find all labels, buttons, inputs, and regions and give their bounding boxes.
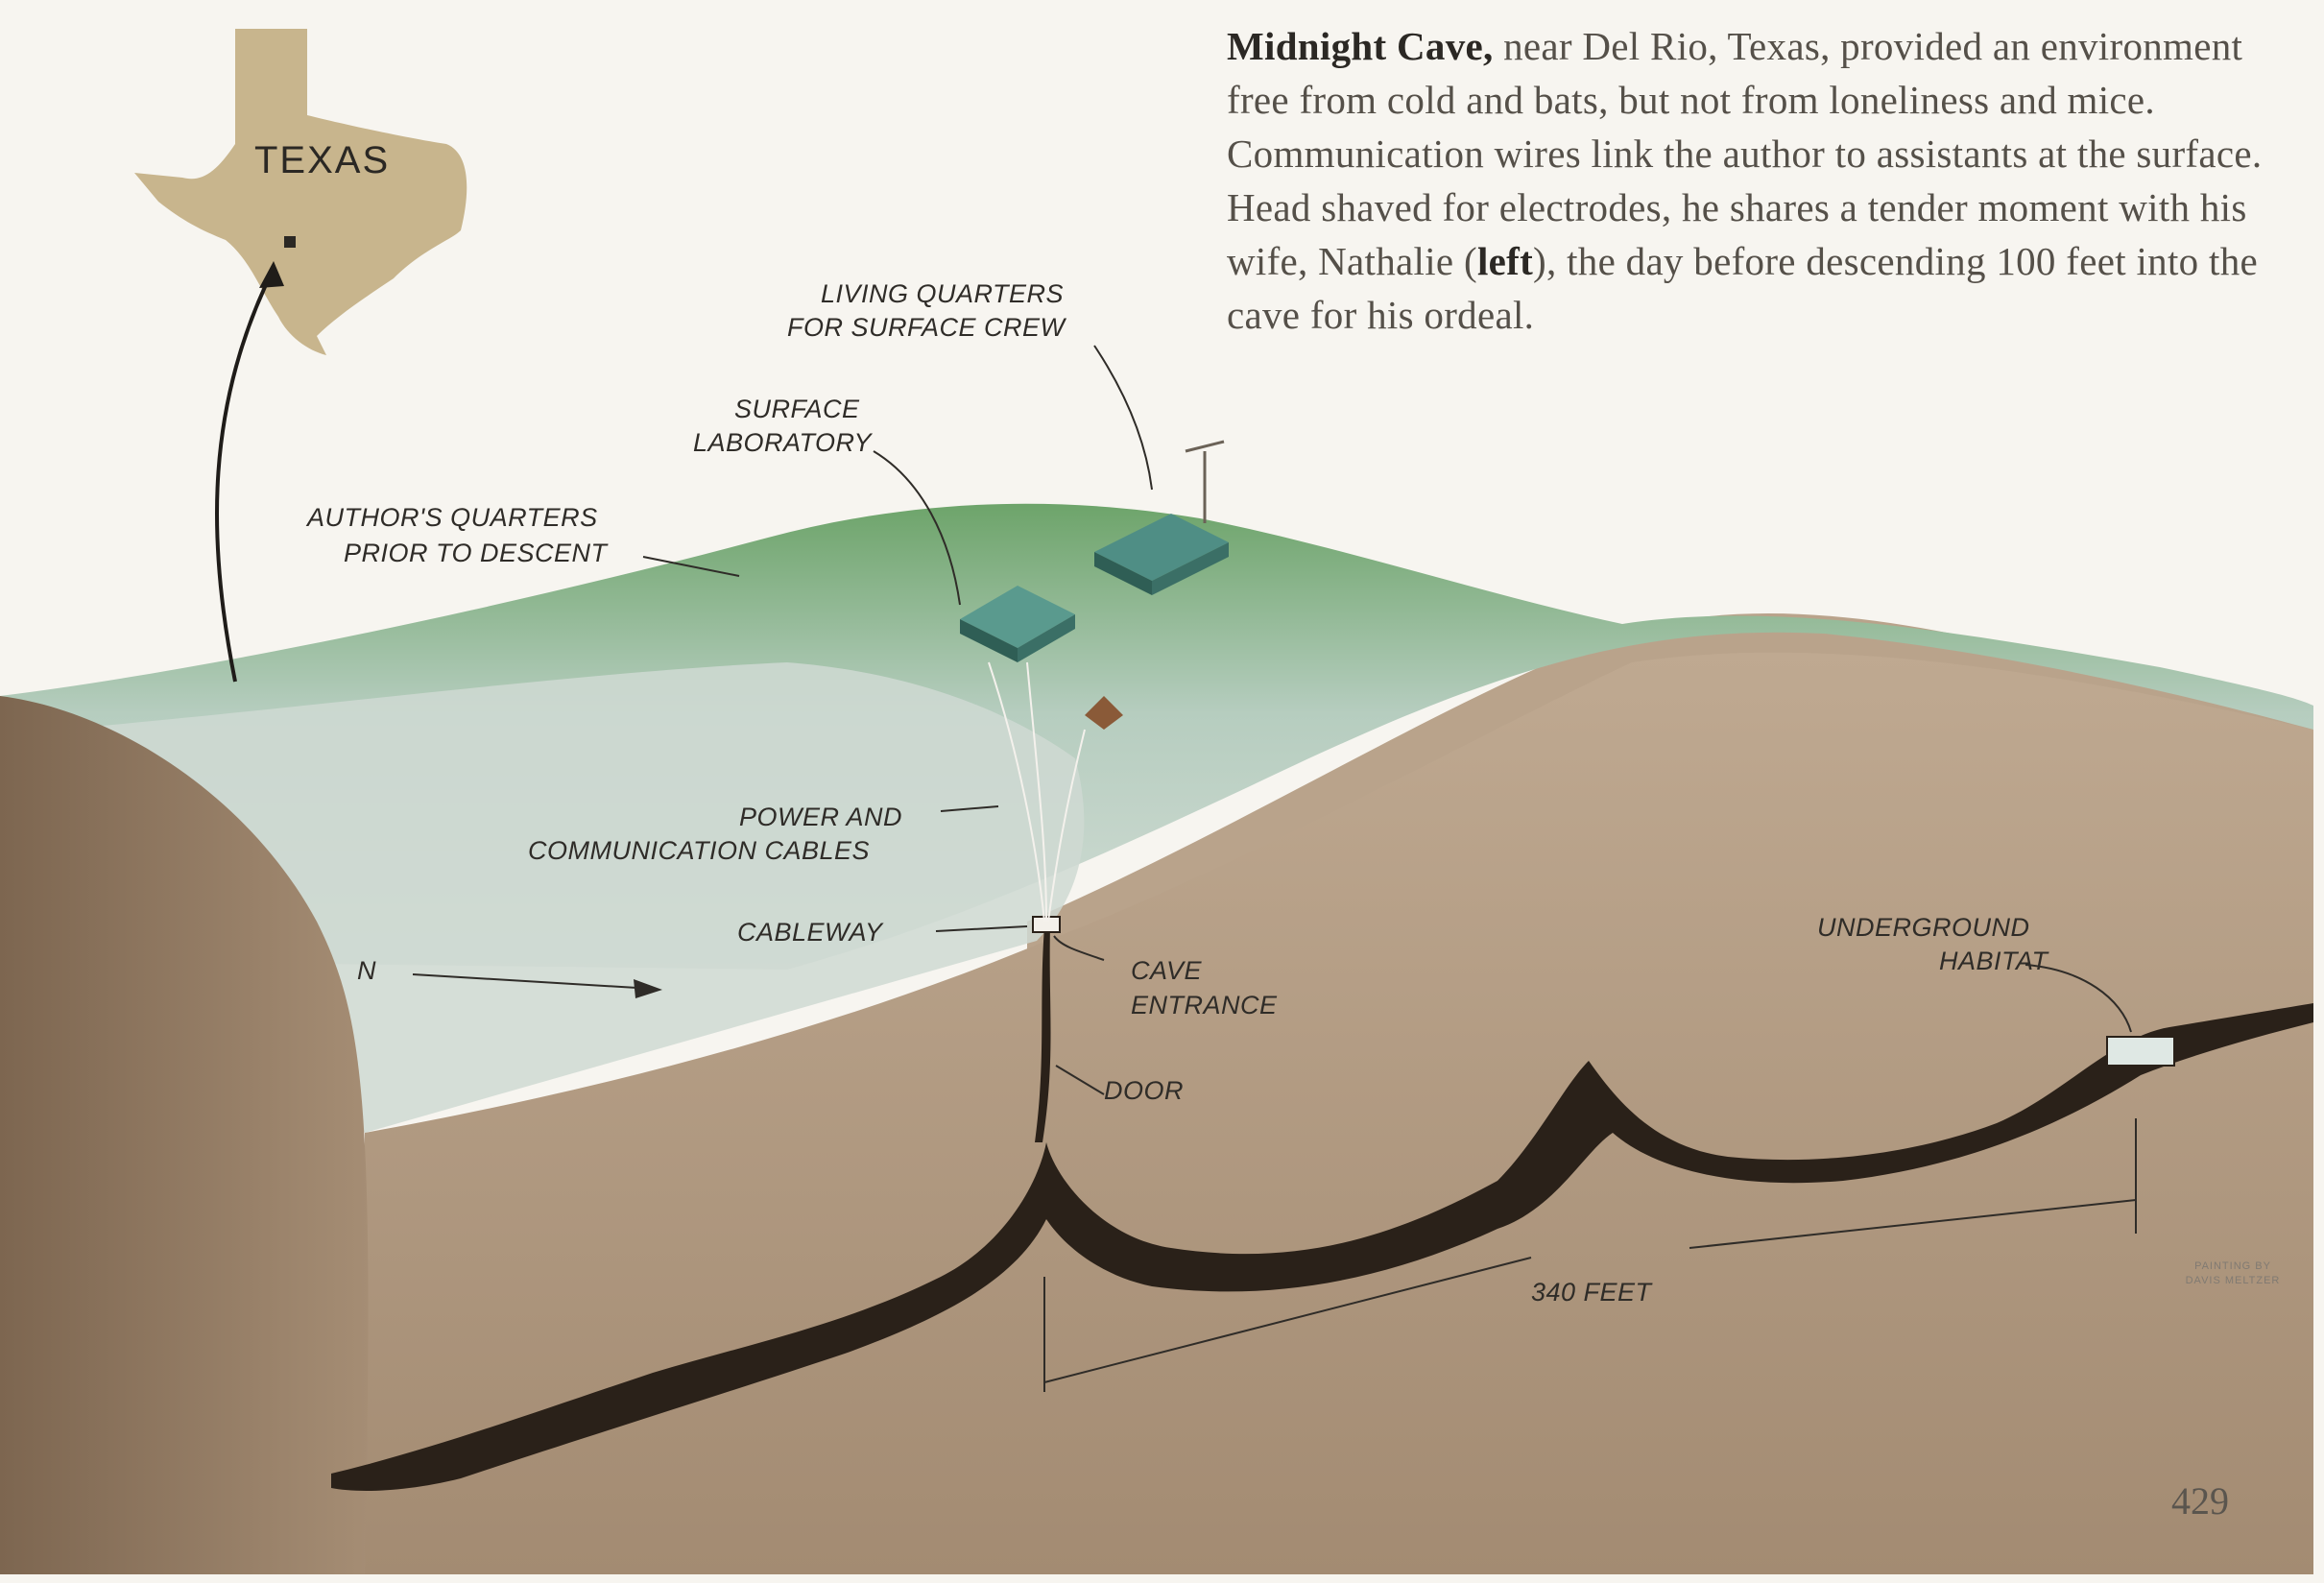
credit-line1: PAINTING BY (2146, 1259, 2319, 1274)
label-living-quarters-line2: FOR SURFACE CREW (787, 313, 1067, 342)
caption-lead: Midnight Cave, (1227, 24, 1494, 68)
label-cave-entrance-line1: CAVE (1131, 956, 1203, 985)
label-door: DOOR (1104, 1076, 1184, 1105)
label-north: N (357, 956, 376, 985)
label-power-cables-line1: POWER AND (739, 803, 902, 831)
label-surface-lab-line1: SURFACE (734, 395, 860, 423)
label-distance: 340 FEET (1531, 1278, 1654, 1307)
figure-caption: Midnight Cave, near Del Rio, Texas, prov… (1227, 19, 2312, 342)
label-surface-lab-line2: LABORATORY (693, 428, 874, 457)
painting-credit: PAINTING BY DAVIS MELTZER (2146, 1259, 2319, 1288)
label-power-cables-line2: COMMUNICATION CABLES (528, 836, 870, 865)
antenna (1186, 442, 1224, 523)
label-habitat-line1: UNDERGROUND (1817, 913, 2030, 942)
page-number: 429 (2171, 1478, 2229, 1523)
label-living-quarters-line1: LIVING QUARTERS (821, 279, 1064, 308)
label-cave-entrance-line2: ENTRANCE (1131, 991, 1278, 1019)
label-cableway: CABLEWAY (737, 918, 884, 947)
label-authors-quarters-line1: AUTHOR'S QUARTERS (305, 503, 598, 532)
label-habitat-line2: HABITAT (1939, 947, 2050, 975)
label-authors-quarters-line2: PRIOR TO DESCENT (344, 539, 610, 567)
caption-bold-word: left (1477, 239, 1533, 283)
underground-habitat-structure (2107, 1037, 2174, 1066)
texas-label: TEXAS (254, 139, 390, 181)
texas-map-shape (134, 29, 467, 355)
credit-line2: DAVIS MELTZER (2146, 1274, 2319, 1288)
location-arrow (217, 269, 274, 682)
del-rio-marker (284, 236, 296, 248)
